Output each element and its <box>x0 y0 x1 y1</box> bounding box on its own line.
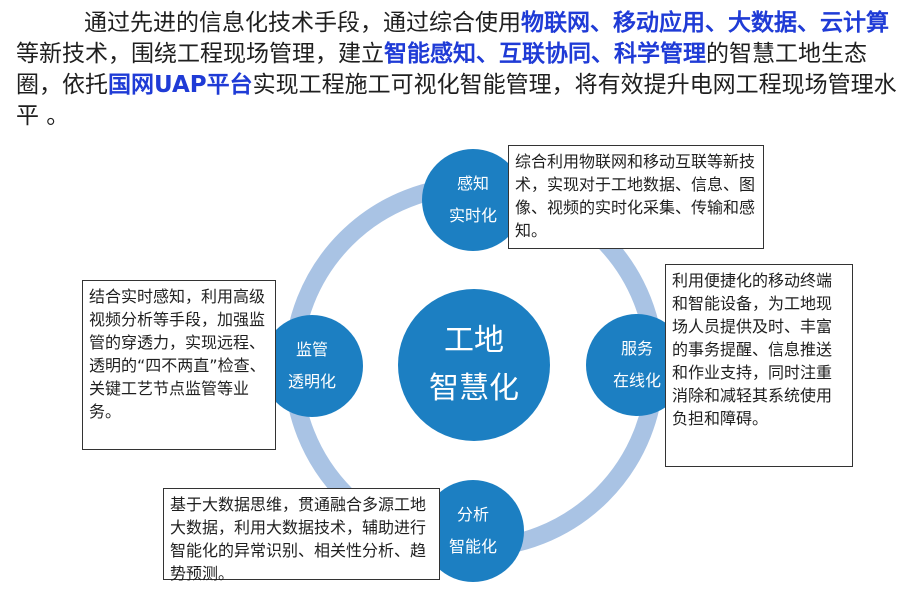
node-label-right: 服务 在线化 <box>586 314 688 416</box>
intro-text: 等新技术，围绕工程现场管理，建立 <box>16 41 384 67</box>
node-label-left: 监管 透明化 <box>261 315 363 417</box>
intro-paragraph: 通过先进的信息化技术手段，通过综合使用物联网、移动应用、大数据、云计算等新技术，… <box>16 8 900 132</box>
node-bottom-line1: 分析 <box>456 505 489 524</box>
node-top-line1: 感知 <box>456 174 489 193</box>
intro-highlight: 物联网、移动应用、大数据、云计算 <box>521 10 889 36</box>
center-label-line1: 工地 <box>444 323 504 358</box>
node-bottom-line2: 智能化 <box>448 537 497 556</box>
node-label-bottom: 分析 智能化 <box>422 480 524 582</box>
node-circle-left <box>261 315 363 417</box>
center-label: 工地 智慧化 <box>398 289 550 441</box>
node-left-line2: 透明化 <box>287 372 336 391</box>
intro-highlight: 国网UAP平台 <box>108 72 253 98</box>
node-circle-bottom <box>422 480 524 582</box>
node-right-line2: 在线化 <box>612 371 661 390</box>
desc-box-right: 利用便捷化的移动终端和智能设备，为工地现场人员提供及时、丰富的事务提醒、信息推送… <box>665 264 853 467</box>
intro-text: 的智慧工地生态圈，依托 <box>16 41 867 98</box>
node-right-line1: 服务 <box>620 339 653 358</box>
intro-text: 通过先进的信息化技术手段，通过综合使用 <box>84 10 521 36</box>
desc-box-top: 综合利用物联网和移动互联等新技术，实现对于工地数据、信息、图像、视频的实时化采集… <box>508 145 764 249</box>
node-label-top: 感知 实时化 <box>422 149 524 251</box>
node-circle-top <box>422 149 524 251</box>
desc-box-left: 结合实时感知，利用高级视频分析等手段，加强监管的穿透力，实现远程、透明的“四不两… <box>82 280 276 450</box>
desc-box-bottom: 基于大数据思维，贯通融合多源工地大数据，利用大数据技术，辅助进行智能化的异常识别… <box>163 488 440 583</box>
center-circle <box>398 289 550 441</box>
intro-highlight: 智能感知、互联协同、科学管理 <box>384 41 706 67</box>
center-label-line2: 智慧化 <box>429 371 519 406</box>
node-left-line1: 监管 <box>295 340 328 359</box>
node-circle-right <box>586 314 688 416</box>
node-top-line2: 实时化 <box>448 206 497 225</box>
intro-text: 实现工程施工可视化智能管理，将有效提升电网工程现场管理水平 。 <box>16 72 897 129</box>
